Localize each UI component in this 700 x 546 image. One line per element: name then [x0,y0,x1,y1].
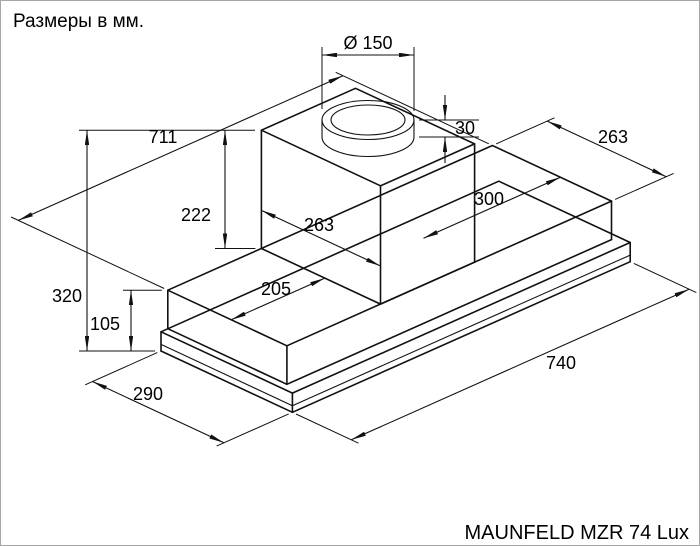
dimline-top-shelf-left [230,277,326,321]
duct-box-outline [260,87,476,305]
dim-label-duct-box-depth: 263 [304,215,334,235]
dimline-top-shelf-right [423,176,561,239]
dim-label-canopy-width: 740 [546,353,576,373]
dimline-duct-box-depth [261,209,381,267]
dim-label-body-depth-right: 263 [598,127,628,147]
dim-label-total-height: 320 [52,286,82,306]
dim-label-top-shelf-left: 205 [261,279,291,299]
dimline-canopy-depth [92,381,225,444]
dim-label-duct-box-height: 222 [181,205,211,225]
model-name: MAUNFELD MZR 74 Lux [465,522,690,544]
middle-body-outline [167,144,613,386]
page-title: Размеры в мм. [13,11,144,32]
dim-label-duct-diameter: Ø 150 [343,33,392,53]
dimline-body-width [18,75,344,221]
dimline-body-depth-right [546,120,667,178]
dim-label-body-width: 711 [149,127,178,147]
dimline-canopy-width [351,288,690,441]
dim-label-top-shelf-right: 300 [474,189,504,209]
dim-label-canopy-depth: 290 [133,384,163,404]
dimension-lines [18,52,690,444]
dim-label-lower-section-height: 105 [90,314,120,334]
dim-label-collar-height: 30 [455,118,475,138]
dimension-labels: Ø 150 30 711 263 222 263 300 320 205 105… [52,33,628,404]
